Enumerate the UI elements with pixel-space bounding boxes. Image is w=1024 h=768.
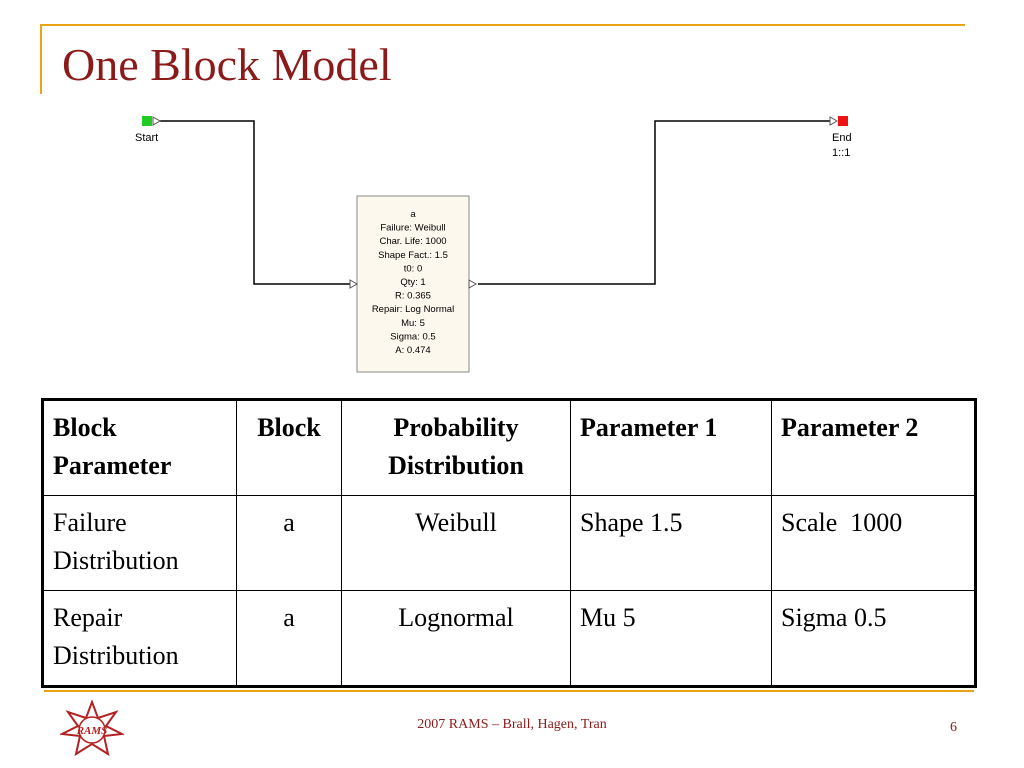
cell-distribution: Weibull bbox=[341, 495, 571, 591]
footer-text: 2007 RAMS – Brall, Hagen, Tran bbox=[417, 717, 607, 732]
header-distribution-line2: Distribution bbox=[388, 451, 524, 480]
svg-text:RAMS: RAMS bbox=[76, 725, 108, 737]
cell-parameter-line1: Failure bbox=[53, 508, 127, 537]
header-param2: Parameter 2 bbox=[771, 399, 976, 496]
cell-parameter-line1: Repair bbox=[53, 603, 123, 632]
header-distribution: Probability Distribution bbox=[341, 399, 571, 496]
block-a-line: Repair: Log Normal bbox=[372, 304, 454, 315]
start-label: Start bbox=[135, 132, 158, 144]
cell-param1: Mu 5 bbox=[570, 590, 772, 687]
cell-parameter: Failure Distribution bbox=[42, 495, 237, 591]
header-block-parameter: Block Parameter bbox=[42, 399, 237, 496]
footer-rule bbox=[44, 690, 974, 692]
block-output-port-arrow bbox=[468, 279, 478, 289]
block-a-line: Qty: 1 bbox=[400, 277, 425, 288]
header-block: Block bbox=[236, 399, 342, 496]
block-a-line: Failure: Weibull bbox=[380, 223, 445, 234]
table-header-row: Block Parameter Block Probability Distri… bbox=[42, 399, 976, 496]
end-port-arrow bbox=[829, 116, 839, 126]
header-distribution-line1: Probability bbox=[393, 413, 519, 442]
start-node[interactable] bbox=[142, 116, 152, 126]
frame-top-rule bbox=[40, 24, 965, 26]
cell-block: a bbox=[236, 590, 342, 687]
connector-start-to-block bbox=[160, 120, 350, 285]
block-a[interactable] bbox=[356, 195, 470, 373]
block-a-line: Mu: 5 bbox=[401, 318, 425, 329]
cell-parameter: Repair Distribution bbox=[42, 590, 237, 687]
end-sublabel: 1::1 bbox=[832, 147, 850, 159]
block-input-port-arrow bbox=[349, 279, 359, 289]
cell-param2: Sigma 0.5 bbox=[771, 590, 976, 687]
page-number: 6 bbox=[950, 720, 957, 735]
rams-logo-icon: RAMS bbox=[60, 700, 124, 757]
cell-parameter-line2: Distribution bbox=[53, 546, 179, 575]
block-a-line: R: 0.365 bbox=[395, 291, 431, 302]
end-node[interactable] bbox=[838, 116, 848, 126]
start-port-arrow bbox=[152, 116, 162, 126]
end-label: End bbox=[832, 132, 852, 144]
table-row: Failure Distribution a Weibull Shape 1.5… bbox=[42, 495, 976, 591]
cell-param2: Scale 1000 bbox=[771, 495, 976, 591]
header-block-parameter-line1: Block bbox=[53, 413, 117, 442]
block-a-line: A: 0.474 bbox=[395, 345, 430, 356]
frame-left-rule bbox=[40, 24, 42, 94]
block-a-line: Sigma: 0.5 bbox=[390, 331, 435, 342]
header-param1: Parameter 1 bbox=[570, 399, 772, 496]
header-block-parameter-line2: Parameter bbox=[53, 451, 172, 480]
cell-distribution: Lognormal bbox=[341, 590, 571, 687]
table-row: Repair Distribution a Lognormal Mu 5 Sig… bbox=[42, 590, 976, 687]
cell-param1: Shape 1.5 bbox=[570, 495, 772, 591]
block-a-line: Shape Fact.: 1.5 bbox=[378, 250, 448, 261]
block-a-line: a bbox=[410, 209, 416, 220]
block-a-line: Char. Life: 1000 bbox=[379, 236, 446, 247]
parameter-table: Block Parameter Block Probability Distri… bbox=[41, 398, 977, 688]
connector-block-to-end bbox=[478, 120, 832, 285]
block-a-line: t0: 0 bbox=[404, 263, 423, 274]
slide-title: One Block Model bbox=[62, 39, 392, 90]
cell-block: a bbox=[236, 495, 342, 591]
cell-parameter-line2: Distribution bbox=[53, 641, 179, 670]
